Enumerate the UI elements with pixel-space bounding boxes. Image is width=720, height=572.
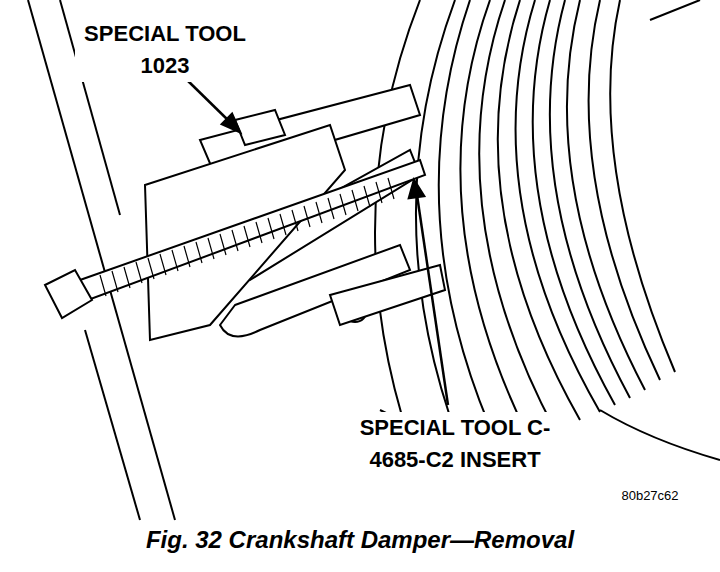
belt-edge [650, 0, 700, 20]
screw-thread [100, 178, 394, 296]
tool-label: SPECIAL TOOL 1023 [75, 18, 255, 82]
figure-code: 80b27c62 [600, 488, 700, 504]
pulley-groove [498, 0, 580, 420]
tool-label: SPECIAL TOOL C-4685-C2 INSERT [350, 412, 560, 476]
figure-caption: Fig. 32 Crankshaft Damper—Removal [20, 524, 700, 556]
arrowhead [409, 180, 424, 198]
engine-edge [85, 330, 140, 520]
hex-head [45, 270, 92, 318]
pulley-groove [439, 0, 500, 450]
belt-edge [600, 410, 720, 460]
forcing-screw [80, 160, 425, 300]
puller-knob [235, 110, 285, 145]
pulley-groove [479, 0, 555, 430]
arrowhead [222, 114, 240, 132]
pulley-groove [589, 0, 660, 380]
pulley-groove [567, 0, 645, 390]
pulley-rim [375, 0, 420, 470]
leader-line [185, 78, 232, 124]
leader-line [417, 195, 448, 405]
puller-tool [45, 85, 445, 340]
pulley-groove [416, 0, 470, 470]
pulley-groove [610, 0, 675, 372]
